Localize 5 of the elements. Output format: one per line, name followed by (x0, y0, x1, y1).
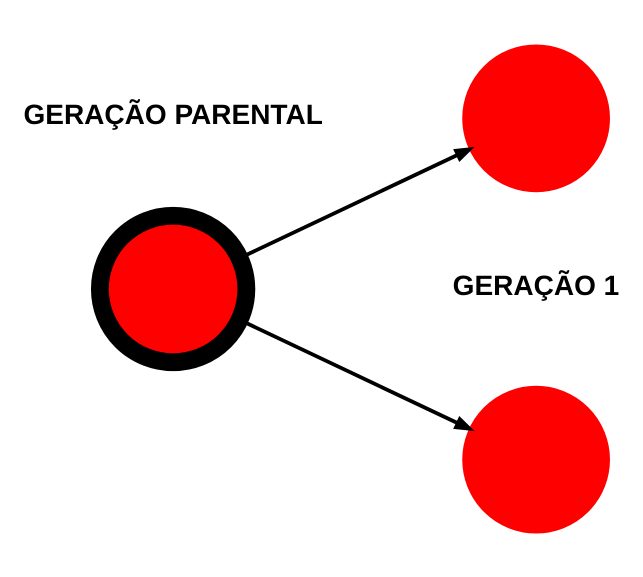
label: GERAÇÃO 1 (452, 269, 620, 300)
node-circle (90, 206, 256, 371)
node-circle (462, 385, 610, 534)
node-circle (462, 44, 610, 192)
label: GERAÇÃO PARENTAL (23, 98, 323, 130)
